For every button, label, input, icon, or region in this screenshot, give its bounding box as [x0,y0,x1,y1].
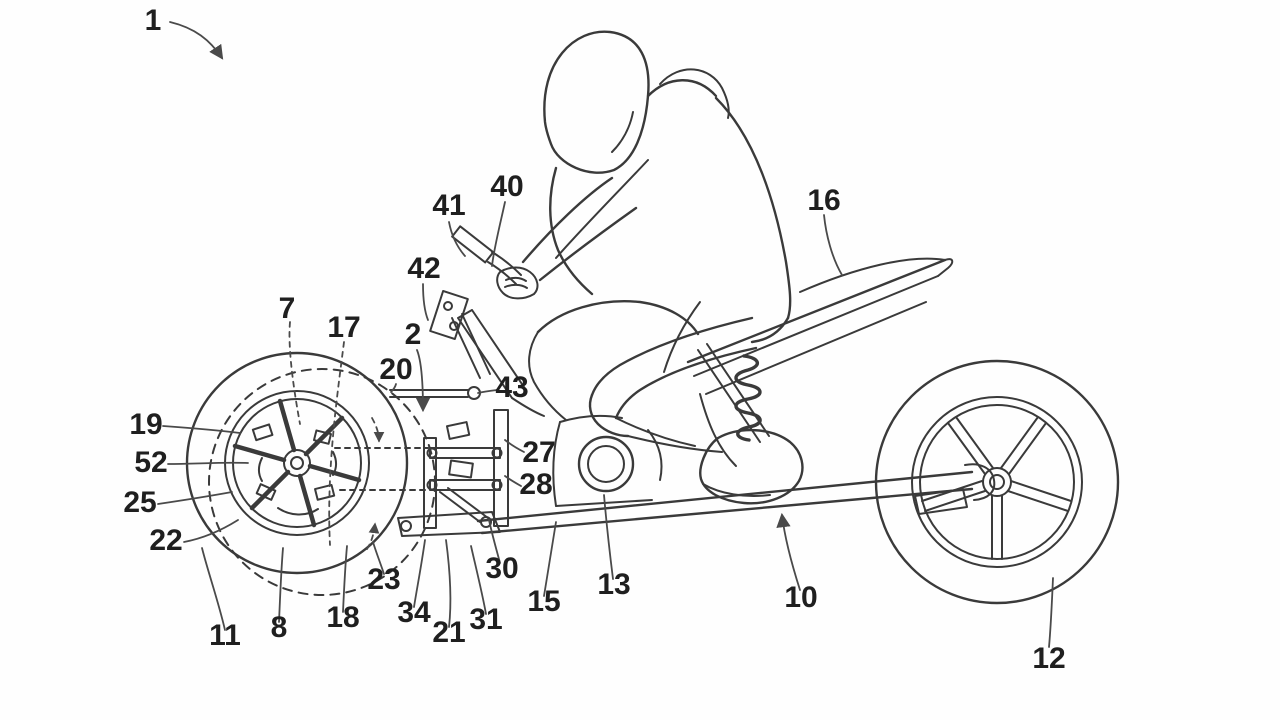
boot-sole-line [702,483,771,497]
helmet-visor-line [611,111,634,153]
ref-label-23: 23 [367,563,400,596]
helmet [543,30,650,174]
seat-rail-top [686,258,947,364]
shoulder [646,79,718,98]
back-hump [659,68,730,119]
tail-cowl [799,257,946,293]
front-wheel-steered-position-dashed [208,368,436,596]
leader-17 [328,341,345,546]
leader-40 [491,201,506,267]
leader-34 [413,539,426,608]
ref-label-27: 27 [522,436,555,469]
leader-8 [278,547,284,623]
leader-10 [776,512,801,591]
leader-13 [603,494,614,580]
ref-label-12: 12 [1032,642,1065,675]
front-steering-linkage [389,225,522,537]
ref-label-42: 42 [407,252,440,285]
leader-23 [372,541,385,575]
frame-and-engine [457,300,974,535]
rear-shock-spring [734,354,762,442]
leader-20 [390,383,397,393]
seat-tail-shock [686,257,954,467]
leader-15 [543,521,557,597]
reference-numerals: 1 40 41 16 42 7 17 220 43 19 27 52 28 25 22 30 23 13 10 15 1… [123,4,1065,675]
ref-label-17: 17 [327,311,360,344]
rear-wheel [874,359,1120,605]
ref-label-22: 22 [149,524,182,557]
front-brake-details [251,423,337,516]
ref-label-40: 40 [490,170,523,203]
swingarm-upper-line [476,470,974,523]
ref-label-34: 34 [397,596,431,629]
leader-7 [288,321,301,425]
leader-27 [504,439,525,453]
leader-30 [488,519,501,564]
ref-label-30: 30 [485,552,518,585]
leader-1 [169,21,224,60]
leader-25 [157,491,233,505]
ref-label-18: 18 [326,601,359,634]
leader-12 [1048,577,1054,648]
ref-label-28: 28 [519,468,552,501]
ref-label-10: 10 [784,581,817,614]
ref-label-13: 13 [597,568,630,601]
leader-21 [445,539,452,628]
leader-22 [183,519,239,543]
hand [496,266,539,300]
ref-label-21: 21 [432,616,465,649]
arm-lower-line [538,206,638,282]
brake-lever [491,251,522,276]
boot [699,428,804,505]
steering-stem [429,225,522,379]
leader-41 [448,221,466,257]
ref-label-31: 31 [469,603,502,636]
steer-motion-arrow-lower [366,522,380,550]
rear-brake-block [914,488,968,515]
ref-label-25: 25 [123,486,156,519]
ref-label-16: 16 [807,184,840,217]
leader-16 [823,214,843,276]
leader-28 [504,475,522,487]
leader-2-20-arrow [415,349,431,413]
thigh-top [590,316,754,397]
ref-label-52: 52 [134,446,167,479]
leader-43 [477,389,498,394]
leader-52 [167,461,249,465]
steering-tie-rod [389,386,481,400]
steer-motion-arrow-upper [371,417,385,443]
leader-18 [342,545,348,613]
fuel-tank [536,300,700,336]
leader-42 [422,283,429,321]
ref-label-1: 1 [145,4,162,37]
rider [496,30,804,505]
ref-label-2: 2 [405,318,422,351]
engine-case [577,435,635,493]
ref-label-8: 8 [271,611,288,644]
ref-label-43: 43 [495,371,528,404]
ref-label-20: 20 [379,353,412,386]
arm-upper-line [521,176,614,264]
handlebar-grip [487,261,517,285]
ref-label-15: 15 [527,585,560,618]
back-line [714,96,792,320]
ref-label-41: 41 [432,189,465,222]
handlebar [451,225,495,264]
leader-31 [470,545,487,615]
leader-11 [201,547,226,631]
ref-label-7: 7 [279,292,296,325]
tail-tip [937,258,954,277]
leader-lines [157,21,1054,648]
swingarm-lower-line [480,487,974,535]
leader-19 [162,425,241,434]
knee [588,393,630,438]
thigh-bottom [614,346,758,420]
ref-label-19: 19 [129,408,162,441]
ref-label-11: 11 [209,619,241,652]
